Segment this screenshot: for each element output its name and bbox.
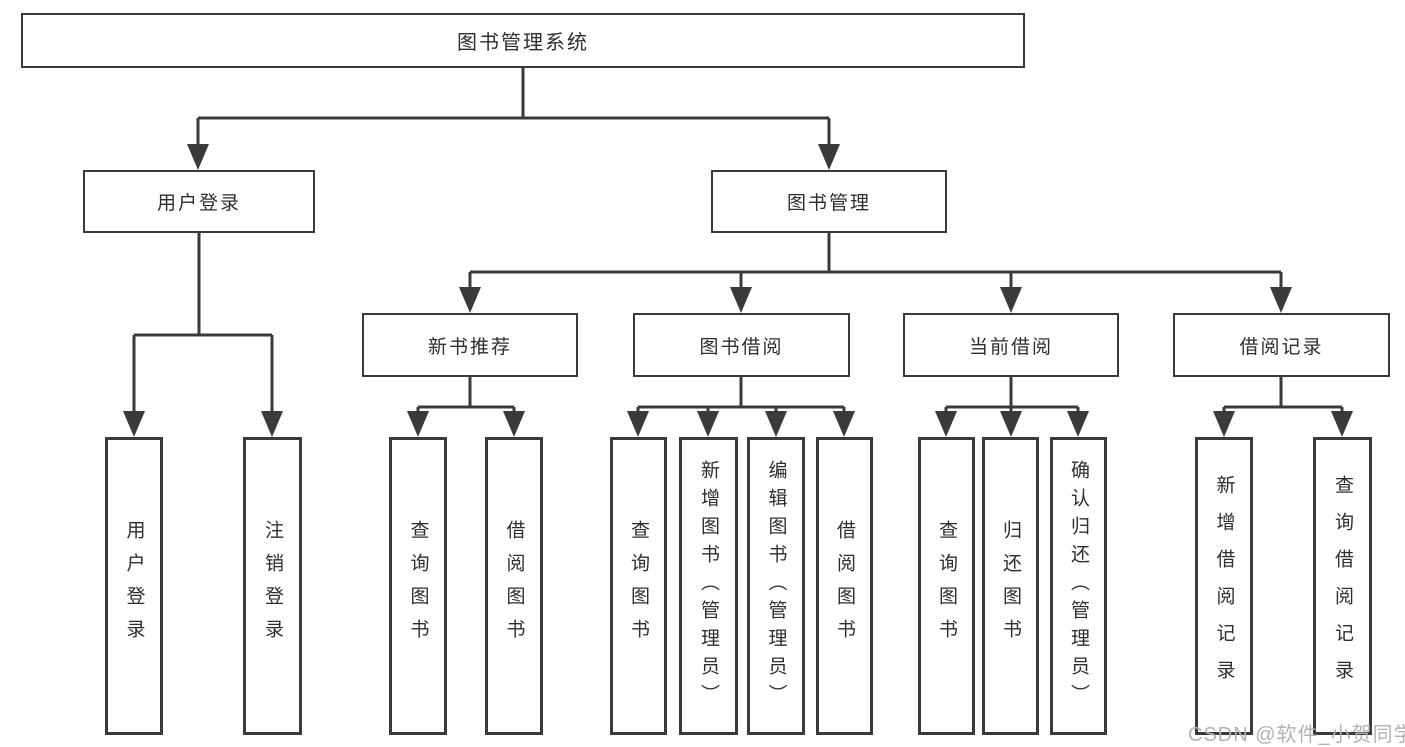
connector-current-borrow <box>944 377 1080 413</box>
leaf-query-books-current-label: 查询图书 <box>936 520 957 652</box>
leaf-add-books-admin-label: 新增图书（管理员） <box>698 460 719 712</box>
leaf-query-books-borrow: 查询图书 <box>610 437 667 735</box>
leaf-confirm-return-admin-label: 确认归还（管理员） <box>1068 460 1089 712</box>
arrowhead-icon <box>407 411 429 437</box>
arrowhead-icon <box>503 411 525 437</box>
connector-borrow-record <box>1222 377 1344 413</box>
leaf-query-books-borrow-label: 查询图书 <box>628 520 649 652</box>
leaf-return-books-label: 归还图书 <box>1000 520 1021 652</box>
arrowhead-icon <box>1331 411 1353 437</box>
arrowhead-icon <box>1213 411 1235 437</box>
node-borrow-record-label: 借阅记录 <box>1239 336 1324 358</box>
leaf-edit-books-admin: 编辑图书（管理员） <box>747 437 805 735</box>
node-root-label: 图书管理系统 <box>457 32 589 54</box>
arrowhead-icon <box>261 411 283 437</box>
leaf-add-borrow-record-label: 新增借阅记录 <box>1213 475 1235 697</box>
connector-root <box>196 68 831 146</box>
node-current-borrow-label: 当前借阅 <box>968 336 1053 358</box>
arrowhead-icon <box>765 411 787 437</box>
leaf-borrow-books-label: 借阅图书 <box>834 520 855 652</box>
leaf-borrow-books: 借阅图书 <box>816 437 873 735</box>
csdn-watermark: CSDN @软件_小贺同学 <box>1188 724 1405 746</box>
node-user-login-label: 用户登录 <box>156 193 241 214</box>
leaf-edit-books-admin-label: 编辑图书（管理员） <box>765 460 787 712</box>
arrowhead-icon <box>935 411 957 437</box>
arrowhead-icon <box>730 287 752 313</box>
leaf-confirm-return-admin: 确认归还（管理员） <box>1050 437 1107 735</box>
leaf-query-borrow-record-label: 查询借阅记录 <box>1332 475 1353 697</box>
leaf-query-books-current: 查询图书 <box>918 437 975 735</box>
node-borrow-record: 借阅记录 <box>1173 313 1390 377</box>
leaf-query-borrow-record: 查询借阅记录 <box>1313 437 1372 735</box>
node-book-mgmt-label: 图书管理 <box>786 193 871 214</box>
leaf-user-login-label: 用户登录 <box>123 520 145 652</box>
node-book-borrow-label: 图书借阅 <box>699 336 784 358</box>
arrowheads <box>123 144 1353 437</box>
node-book-mgmt: 图书管理 <box>711 170 947 233</box>
connector-book-borrow <box>636 377 846 413</box>
leaf-add-borrow-record: 新增借阅记录 <box>1195 437 1253 735</box>
arrowhead-icon <box>818 144 840 170</box>
leaf-return-books: 归还图书 <box>982 437 1039 735</box>
node-current-borrow: 当前借阅 <box>903 313 1119 377</box>
node-new-book-recommend: 新书推荐 <box>362 313 578 377</box>
arrowhead-icon <box>187 144 209 170</box>
leaf-user-login: 用户登录 <box>105 437 163 735</box>
node-root: 图书管理系统 <box>21 13 1025 68</box>
leaf-logout: 注销登录 <box>243 437 302 735</box>
leaf-logout-label: 注销登录 <box>262 520 283 652</box>
leaf-query-books-recommend-label: 查询图书 <box>407 520 429 652</box>
node-book-borrow: 图书借阅 <box>633 313 850 377</box>
leaf-query-books-recommend: 查询图书 <box>389 437 447 735</box>
arrowhead-icon <box>697 411 719 437</box>
arrowhead-icon <box>123 411 145 437</box>
arrowhead-icon <box>1000 287 1022 313</box>
leaf-borrow-books-recommend-label: 借阅图书 <box>503 520 525 652</box>
node-user-login: 用户登录 <box>83 170 315 233</box>
arrowhead-icon <box>833 411 855 437</box>
arrowhead-icon <box>627 411 649 437</box>
arrowhead-icon <box>1270 287 1292 313</box>
connector-new-book <box>416 377 516 413</box>
connector-book-mgmt <box>468 233 1283 289</box>
node-new-book-recommend-label: 新书推荐 <box>427 336 512 358</box>
leaf-borrow-books-recommend: 借阅图书 <box>485 437 543 735</box>
connector-user-login <box>132 233 274 413</box>
leaf-add-books-admin: 新增图书（管理员） <box>679 437 738 735</box>
arrowhead-icon <box>459 287 481 313</box>
arrowhead-icon <box>1000 411 1022 437</box>
arrowhead-icon <box>1067 411 1089 437</box>
